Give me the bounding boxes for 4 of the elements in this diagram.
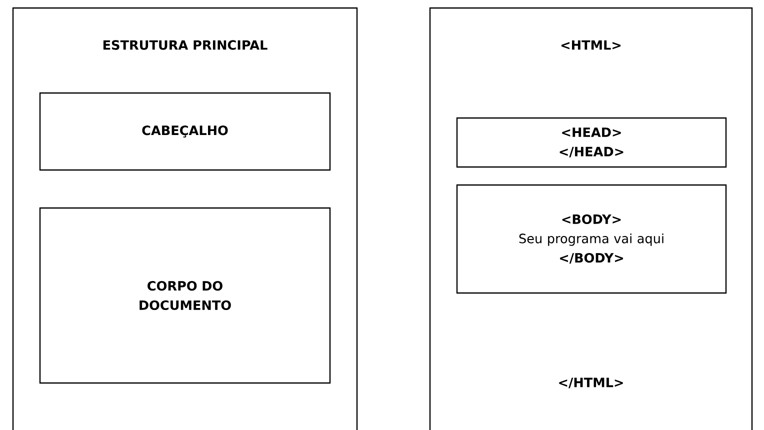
section-box: <BODY> Seu programa vai aqui </BODY> [456,184,727,294]
section-box: CABEÇALHO [39,92,331,171]
section-box: CORPO DO DOCUMENTO [39,207,331,384]
section-box: <HEAD> </HEAD> [456,117,727,168]
